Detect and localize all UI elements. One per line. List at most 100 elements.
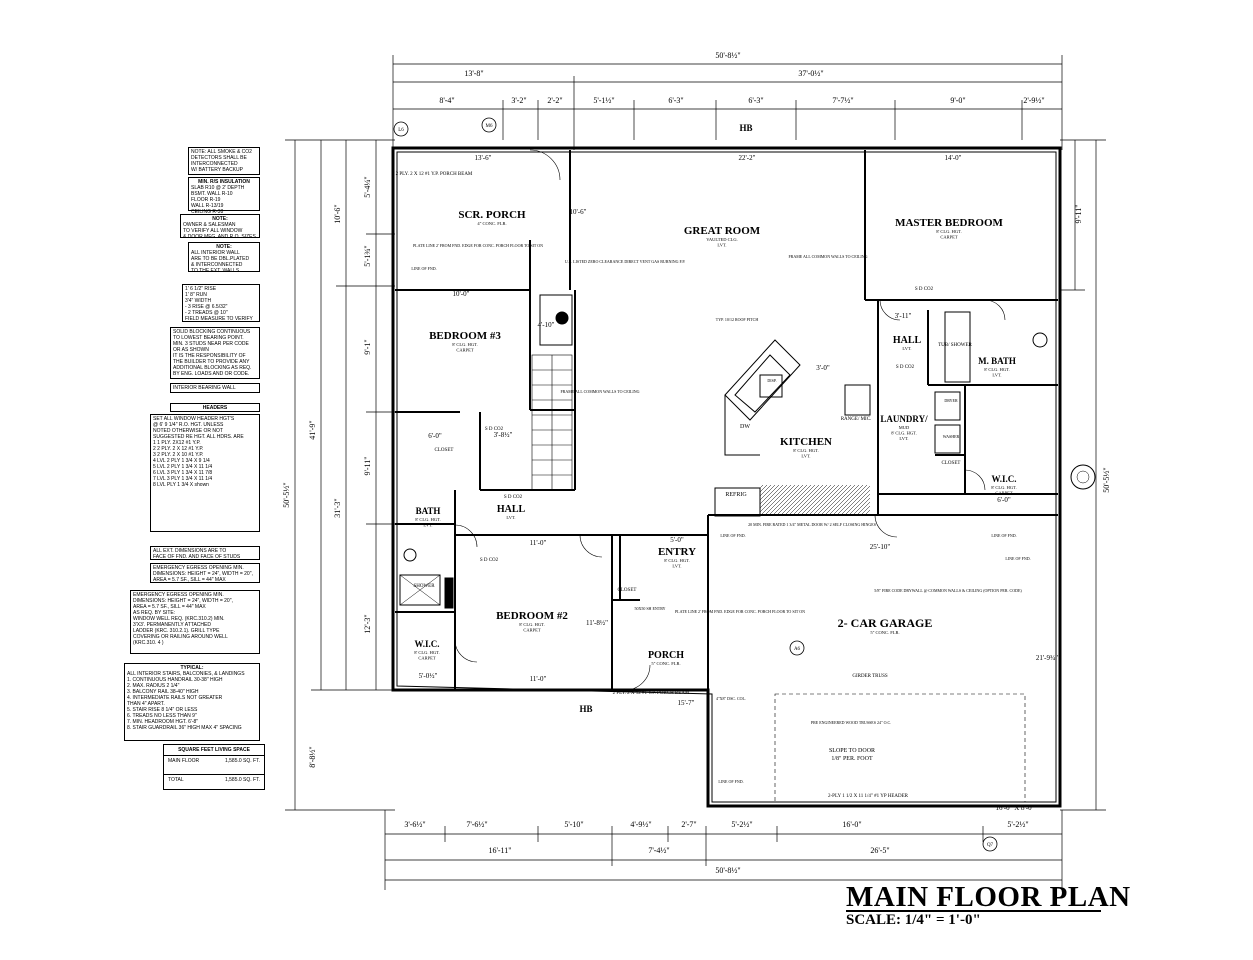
dim-top: 6'-3" — [748, 96, 763, 105]
note-text: 1' 6 1/2" RISE 1' 8" RUN 3'4" WIDTH - 3 … — [185, 286, 253, 322]
dim-bottom: 16'-11" — [488, 846, 511, 855]
section-marker: A6 — [794, 647, 801, 652]
dim-bottom: 5'-2½" — [1007, 820, 1028, 829]
note-text: OWNER & SALESMAN TO VERIFY ALL WINDOW & … — [183, 222, 256, 240]
note-text: SET ALL WINDOW HEADER HGT'S @ 6' 9 1/4" … — [153, 416, 244, 488]
section-marker-circle — [393, 121, 409, 137]
annotation: HB — [739, 123, 752, 133]
room-name: PORCH — [648, 650, 684, 661]
annotation: SLOPE TO DOOR — [829, 748, 875, 754]
room-name: HALL — [893, 335, 922, 346]
dim-left: 50'-5½" — [282, 482, 291, 507]
dim-right: 9'-11" — [1074, 204, 1083, 223]
room-finish: 8' CLG. HGT. — [991, 485, 1016, 490]
dim-left: 9'-11" — [363, 456, 372, 475]
dim-left: 9'-1" — [363, 339, 372, 354]
dim-inner: 22'-2" — [739, 154, 756, 162]
annotation: LINE OF FND. — [720, 533, 745, 538]
note-heading: NOTE: — [212, 216, 228, 222]
room-name: BATH — [416, 506, 441, 516]
note-box: 1' 6 1/2" RISE 1' 8" RUN 3'4" WIDTH - 3 … — [182, 284, 260, 322]
section-marker: Q7 — [987, 843, 994, 848]
note-box: SET ALL WINDOW HEADER HGT'S @ 6' 9 1/4" … — [150, 414, 260, 532]
dim-left: 12'-3" — [363, 614, 372, 633]
dim-left: 31'-3" — [333, 498, 342, 517]
sqft-row1-label: MAIN FLOOR — [168, 758, 200, 764]
annotation: CLOSET — [618, 588, 637, 593]
room-finish: 8' CLG. HGT. — [664, 558, 689, 563]
sqft-row2-value: 1,585.0 SQ. FT. — [224, 777, 260, 783]
dim-top: 7'-7½" — [832, 96, 853, 105]
annotation: 2 PLY. 2 X 12 #1 Y.P. PORCH BEAM — [396, 172, 473, 177]
dim-inner: 25'-10" — [870, 543, 891, 551]
dim-inner: 6'-0" — [428, 432, 442, 440]
dim-inner: 4'-10" — [538, 321, 555, 329]
sqft-header: SQUARE FEET LIVING SPACE — [178, 747, 250, 753]
room-finish: CARPET — [940, 235, 958, 240]
note-text: ALL EXT. DIMENSIONS ARE TO FACE OF FND. … — [153, 548, 241, 560]
room-finish: 8' CLG. HGT. — [936, 229, 961, 234]
room-name: LAUNDRY/ — [880, 414, 928, 424]
dim-inner: 5'-0" — [670, 536, 684, 544]
note-heading: HEADERS — [202, 405, 228, 411]
dim-left: 41'-9" — [308, 420, 317, 439]
dim-inner: 16'-0" X 8'-0" — [996, 804, 1035, 812]
note-text: SLAB R10 @ 2' DEPTH BSMT. WALL R-10 FLOO… — [191, 185, 245, 215]
dimension-labels: 50'-8½"13'-8"37'-0½"8'-4"3'-2"2'-2"5'-1½… — [282, 51, 1111, 875]
dim-inner: 10'-6" — [570, 208, 587, 216]
annotation: S D CO2 — [485, 427, 504, 432]
dim-top: 13'-8" — [464, 69, 483, 78]
annotation: S D CO2 — [896, 365, 915, 370]
note-box: INTERIOR BEARING WALL — [170, 383, 260, 393]
square-feet-table: SQUARE FEET LIVING SPACE MAIN FLOOR 1,585… — [163, 744, 265, 790]
annotation: DW — [740, 424, 750, 430]
note-heading: TYPICAL: — [180, 665, 204, 671]
room-finish: 8' CLG. HGT. — [891, 431, 916, 436]
dim-bottom: 7'-4½" — [648, 846, 669, 855]
annotation: REFRIG — [725, 492, 747, 498]
annotation: CLOSET — [942, 461, 961, 466]
room-name: MASTER BEDROOM — [895, 217, 1003, 229]
room-finish: LVT. — [992, 373, 1001, 378]
dim-top: 6'-3" — [668, 96, 683, 105]
note-text: EMERGENCY EGRESS OPENING MIN. DIMENSIONS… — [153, 565, 253, 583]
exterior-walls — [391, 146, 1096, 808]
room-finish: CARPET — [456, 348, 474, 353]
dim-bottom: 2'-7" — [681, 820, 696, 829]
dim-top: 50'-8½" — [715, 51, 740, 60]
note-text: ALL INTERIOR STAIRS, BALCONIES, & LANDIN… — [127, 671, 245, 731]
annotation: DRYER — [944, 398, 958, 403]
dimension-lines — [285, 55, 1106, 890]
section-marker-circle — [789, 640, 805, 656]
plan-scale: SCALE: 1/4" = 1'-0" — [846, 912, 981, 928]
dim-bottom: 5'-2½" — [731, 820, 752, 829]
room-finish: LVT. — [801, 454, 810, 459]
annotation: HB — [579, 704, 592, 714]
note-box: TYPICAL:ALL INTERIOR STAIRS, BALCONIES, … — [124, 663, 260, 741]
dim-left: 10'-6" — [333, 204, 342, 223]
annotation: LINE OF FND. — [1005, 556, 1030, 561]
note-text: SOLID BLOCKING CONTINUOUS TO LOWEST BEAR… — [173, 329, 252, 377]
note-box: NOTE:ALL INTERIOR WALL ARE TO BE DBL.PLA… — [188, 242, 260, 274]
dim-bottom: 4'-9½" — [630, 820, 651, 829]
room-finish: CARPET — [418, 656, 436, 661]
dim-inner: 3'-8½" — [494, 431, 513, 439]
dim-bottom: 5'-10" — [564, 820, 583, 829]
annotation: RANGE/ MIC. — [841, 417, 872, 422]
annotation: 1/8" PER. FOOT — [831, 756, 873, 762]
annotation: PLATE LINE 2' FROM FND. EDGE FOR CONC. P… — [413, 243, 543, 248]
room-finish: LVT. — [899, 436, 908, 441]
dim-left: 5'-4¼" — [363, 176, 372, 197]
room-finish: MUD — [899, 425, 910, 430]
note-box: SOLID BLOCKING CONTINUOUS TO LOWEST BEAR… — [170, 327, 260, 379]
annotation: PRE ENGINEERED WOOD TRUSSES 24" O.C. — [811, 720, 891, 725]
note-box: NOTE: ALL SMOKE & CO2 DETECTORS SHALL BE… — [188, 147, 260, 175]
room-finish: 8' CLG. HGT. — [415, 517, 440, 522]
dim-top: 2'-9½" — [1023, 96, 1044, 105]
annotation: 20 MIN. FIRE RATED 1 3/4" METAL DOOR W/ … — [748, 522, 876, 527]
annotation: SHOWER — [413, 584, 435, 589]
section-marker: L6 — [398, 128, 404, 133]
dim-bottom: 7'-6½" — [466, 820, 487, 829]
